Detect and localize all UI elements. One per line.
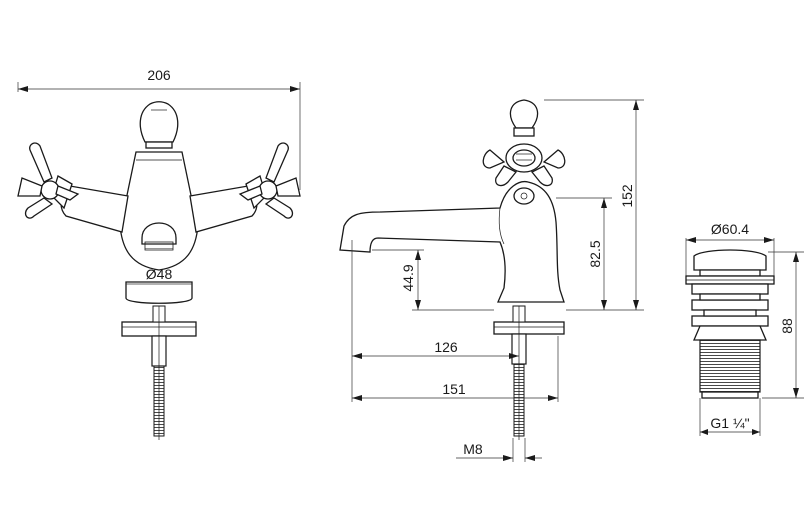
dim-overall-width: 206	[17, 67, 301, 190]
flange-diameter-label: Ø60.4	[711, 221, 749, 237]
dim-spout-height: 82.5	[556, 197, 612, 310]
waste-height-label: 88	[779, 318, 795, 334]
side-handle	[482, 99, 566, 187]
left-arm	[17, 142, 129, 233]
base-side	[493, 305, 565, 440]
dim-overall-height: 152	[544, 99, 644, 311]
waste-body	[691, 283, 769, 399]
dim-waste-height: 88	[762, 251, 804, 399]
top-handle	[139, 101, 179, 149]
dim-outlet-height: 44.9	[372, 249, 494, 311]
dim-overall-depth: 151	[352, 336, 559, 402]
spout-reach-label: 126	[434, 339, 458, 355]
faucet-body-front	[119, 151, 199, 271]
waste-thread-label: G1 ¼"	[710, 415, 749, 431]
dim-thread-m8: M8	[456, 438, 542, 462]
overall-depth-label: 151	[442, 381, 466, 397]
front-view: 206	[17, 67, 301, 440]
thread-m8-label: M8	[463, 441, 483, 457]
waste-view: Ø60.4 88 G1 ¼"	[685, 221, 804, 436]
spout-height-label: 82.5	[587, 240, 603, 267]
outlet-height-label: 44.9	[400, 264, 416, 291]
dim-body-diameter: Ø48	[126, 266, 192, 285]
dim-spout-reach: 126	[351, 240, 519, 402]
side-view: 152 82.5 44.9 126	[339, 99, 644, 462]
body-diameter-label: Ø48	[146, 266, 173, 282]
dim-waste-thread: G1 ¼"	[699, 398, 761, 436]
threaded-rod-front	[151, 305, 167, 440]
waste-cap	[685, 249, 775, 285]
overall-height-label: 152	[619, 184, 635, 208]
overall-width-label: 206	[147, 67, 171, 83]
dim-flange-diameter: Ø60.4	[685, 221, 775, 276]
spout-body-side	[339, 180, 565, 303]
right-arm	[189, 142, 301, 233]
